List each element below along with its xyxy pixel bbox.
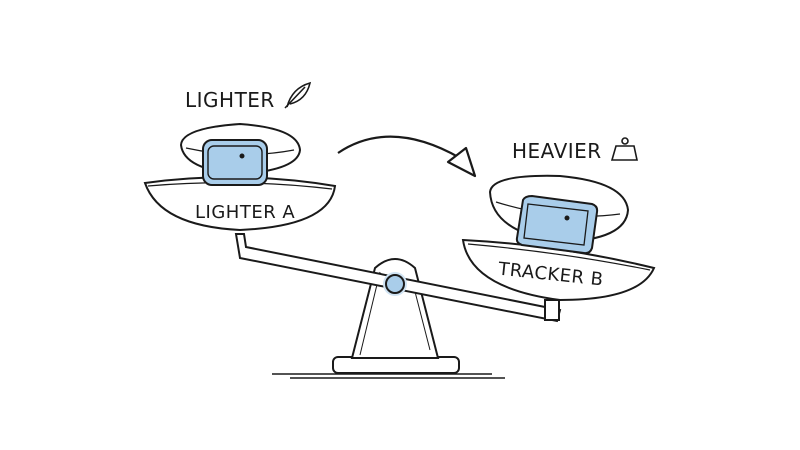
right-pan: [461, 238, 656, 321]
ground-line: [272, 373, 505, 379]
feather-icon: [284, 81, 312, 109]
right-tracker-icon: [488, 174, 630, 255]
title-lighter: LIGHTER: [185, 88, 275, 112]
curved-arrow-icon: [337, 135, 477, 178]
title-heavier: HEAVIER: [512, 139, 602, 163]
left-pan-label: LIGHTER A: [195, 202, 295, 223]
weight-icon: [610, 137, 638, 161]
left-tracker-icon: [179, 122, 302, 186]
pivot-icon: [383, 272, 407, 296]
